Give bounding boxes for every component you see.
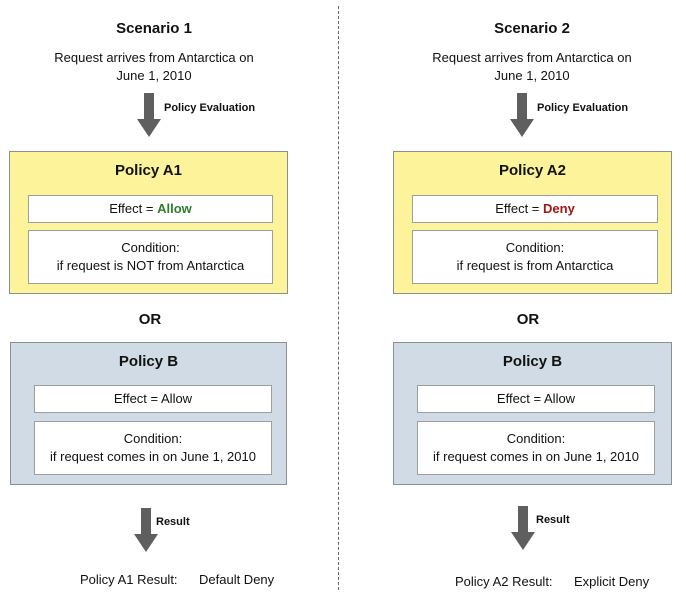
- scenario-2-evaluation-label: Policy Evaluation: [537, 102, 629, 114]
- scenario-2-request-line2: June 1, 2010: [494, 68, 570, 83]
- effect-value-deny: Deny: [543, 201, 575, 216]
- scenario-1-policy-b-effect: Effect = Allow: [34, 385, 272, 413]
- condition-label: Condition:: [121, 240, 180, 255]
- scenario-2-request: Request arrives from Antarctica on June …: [378, 49, 686, 85]
- scenario-1-result-name: Policy A1 Result:: [80, 572, 178, 587]
- down-arrow-icon: [137, 93, 161, 137]
- scenario-2-result-value: Explicit Deny: [574, 574, 650, 589]
- scenario-2-policy-b: Policy B Effect = Allow Condition: if re…: [393, 342, 672, 485]
- scenario-1-policy-b-condition: Condition: if request comes in on June 1…: [34, 421, 272, 475]
- scenario-1-or-label: OR: [138, 311, 162, 328]
- scenario-2-result-label: Result: [536, 514, 570, 526]
- effect-prefix: Effect =: [495, 201, 544, 216]
- scenario-1-policy-b: Policy B Effect = Allow Condition: if re…: [10, 342, 287, 485]
- scenario-2-request-line1: Request arrives from Antarctica on: [432, 50, 632, 65]
- scenario-2-or-label: OR: [516, 311, 540, 328]
- condition-text: if request comes in on June 1, 2010: [433, 449, 639, 464]
- scenario-1-policy-a-condition: Condition: if request is NOT from Antarc…: [28, 230, 273, 284]
- scenario-1-request-line1: Request arrives from Antarctica on: [54, 50, 254, 65]
- condition-text: if request is NOT from Antarctica: [56, 258, 245, 273]
- effect-value-allow: Allow: [157, 201, 192, 216]
- condition-label: Condition:: [505, 240, 565, 255]
- scenario-1-result-label: Result: [156, 516, 190, 528]
- scenario-2-policy-a-condition: Condition: if request is from Antarctica: [412, 230, 658, 284]
- down-arrow-icon: [510, 93, 534, 137]
- scenario-1-result-value: Default Deny: [199, 572, 275, 587]
- scenario-1-policy-a-title: Policy A1: [115, 162, 182, 179]
- scenario-2-title: Scenario 2: [494, 20, 570, 37]
- condition-label: Condition:: [506, 431, 566, 446]
- scenario-2-policy-a: Policy A2 Effect = Deny Condition: if re…: [393, 151, 672, 294]
- effect-prefix: Effect =: [109, 201, 158, 216]
- scenario-divider: [338, 6, 339, 590]
- condition-label: Condition:: [123, 431, 183, 446]
- scenario-2-result-name: Policy A2 Result:: [455, 574, 553, 589]
- scenario-2-policy-b-condition: Condition: if request comes in on June 1…: [417, 421, 655, 475]
- scenario-1-evaluation-label: Policy Evaluation: [164, 102, 256, 114]
- scenario-2-policy-a-title: Policy A2: [499, 162, 566, 179]
- condition-text: if request comes in on June 1, 2010: [50, 449, 256, 464]
- scenario-1-request: Request arrives from Antarctica on June …: [0, 49, 308, 85]
- scenario-1-request-line2: June 1, 2010: [116, 68, 192, 83]
- scenario-1-policy-a: Policy A1 Effect = Allow Condition: if r…: [9, 151, 288, 294]
- scenario-1-title: Scenario 1: [116, 20, 192, 37]
- scenario-2-policy-b-effect: Effect = Allow: [417, 385, 655, 413]
- down-arrow-icon: [511, 506, 535, 550]
- condition-text: if request is from Antarctica: [456, 258, 614, 273]
- down-arrow-icon: [134, 508, 158, 552]
- scenario-1-policy-a-effect: Effect = Allow: [28, 195, 273, 223]
- scenario-2-policy-a-effect: Effect = Deny: [412, 195, 658, 223]
- scenario-2-policy-b-title: Policy B: [502, 353, 563, 370]
- scenario-1-policy-b-title: Policy B: [118, 353, 179, 370]
